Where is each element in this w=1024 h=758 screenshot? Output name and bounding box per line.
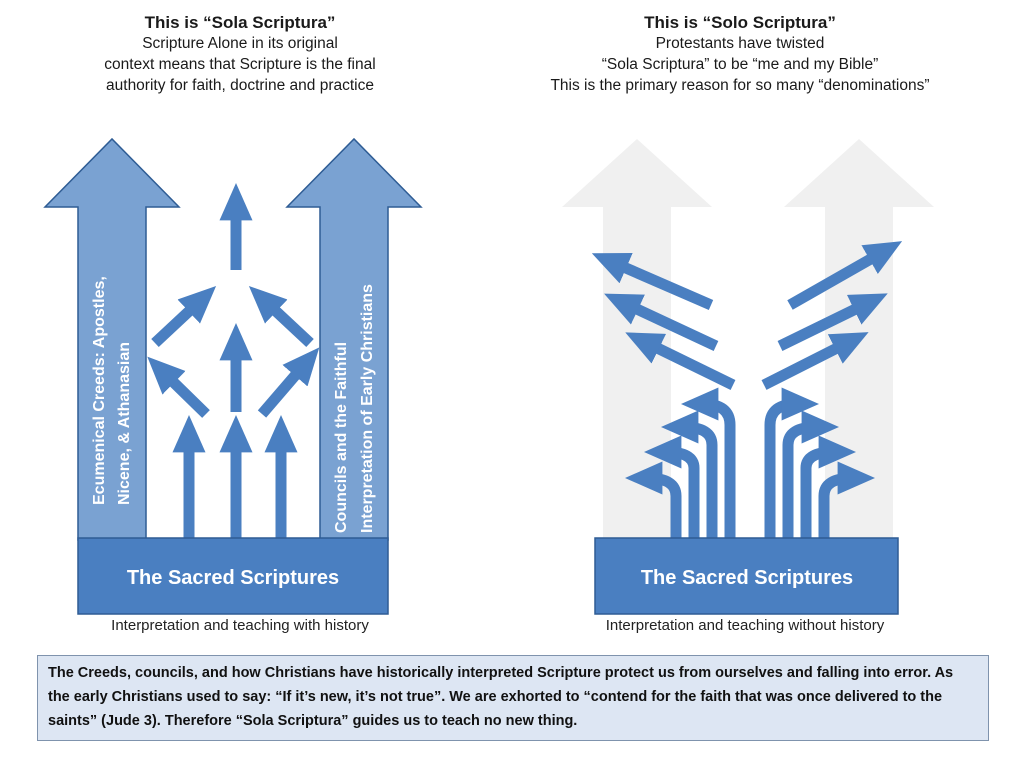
- right-subtitle-line-2: “Sola Scriptura” to be “me and my Bible”: [601, 56, 879, 73]
- left-creeds-column: [43, 137, 181, 541]
- left-base-label: The Sacred Scriptures: [127, 567, 339, 589]
- right-divergent-arrows: [591, 241, 903, 540]
- left-base-box: [77, 537, 389, 615]
- right-diagonal-arrow-l1: [625, 332, 736, 390]
- right-subtitle-line-1: Protestants have twisted: [655, 35, 825, 52]
- right-diagonal-arrow-r3: [787, 241, 903, 310]
- right-caption: Interpretation and teaching without hist…: [605, 617, 885, 634]
- left-panel-title: This is “Sola Scriptura”: [144, 13, 336, 32]
- left-subtitle-line-2: context means that Scripture is the fina…: [104, 56, 376, 73]
- left-subtitle-line-1: Scripture Alone in its original: [142, 35, 338, 52]
- left-subtitle-line-3: authority for faith, doctrine and practi…: [106, 77, 374, 94]
- right-diagonal-arrow-l2: [604, 293, 719, 351]
- right-curved-arrow-l3: [644, 435, 700, 540]
- right-base-box: [594, 537, 899, 615]
- right-subtitle-line-3: This is the primary reason for so many “…: [550, 77, 930, 94]
- right-diagonal-arrow-r2: [777, 293, 888, 351]
- left-caption: Interpretation and teaching with history: [111, 617, 369, 634]
- summary-box: The Creeds, councils, and how Christians…: [37, 655, 989, 741]
- creeds-column-line-1: Ecumenical Creeds: Apostles,: [91, 276, 108, 505]
- councils-column-line-1: Councils and the Faithful: [333, 342, 350, 533]
- right-curved-arrow-r2: [782, 410, 839, 540]
- right-curved-arrow-l1: [681, 387, 736, 540]
- right-diagonal-arrow-r1: [761, 332, 869, 390]
- right-panel-header: This is “Solo Scriptura” Protestants hav…: [470, 12, 1010, 96]
- councils-column-line-2: Interpretation of Early Christians: [359, 284, 376, 533]
- creeds-column-line-2: Nicene, & Athanasian: [116, 342, 133, 505]
- right-curved-arrow-l4: [625, 461, 682, 540]
- right-curved-arrow-l2: [661, 410, 718, 540]
- left-guided-arrows: [147, 182, 320, 538]
- right-diagonal-arrow-l3: [591, 253, 714, 311]
- left-arrow-mid-right: [257, 347, 320, 418]
- right-panel-title: This is “Solo Scriptura”: [644, 13, 836, 32]
- right-curved-arrow-r3: [800, 435, 856, 540]
- right-curved-arrow-r1: [764, 387, 819, 540]
- left-panel-header: This is “Sola Scriptura” Scripture Alone…: [40, 12, 440, 96]
- left-councils-column: [285, 137, 423, 541]
- left-arrow-mid-left: [147, 356, 210, 418]
- right-curved-arrow-r4: [818, 461, 875, 540]
- left-arrow-upper-left: [151, 285, 217, 348]
- left-arrow-upper-right: [248, 285, 314, 348]
- right-base-label: The Sacred Scriptures: [641, 567, 853, 589]
